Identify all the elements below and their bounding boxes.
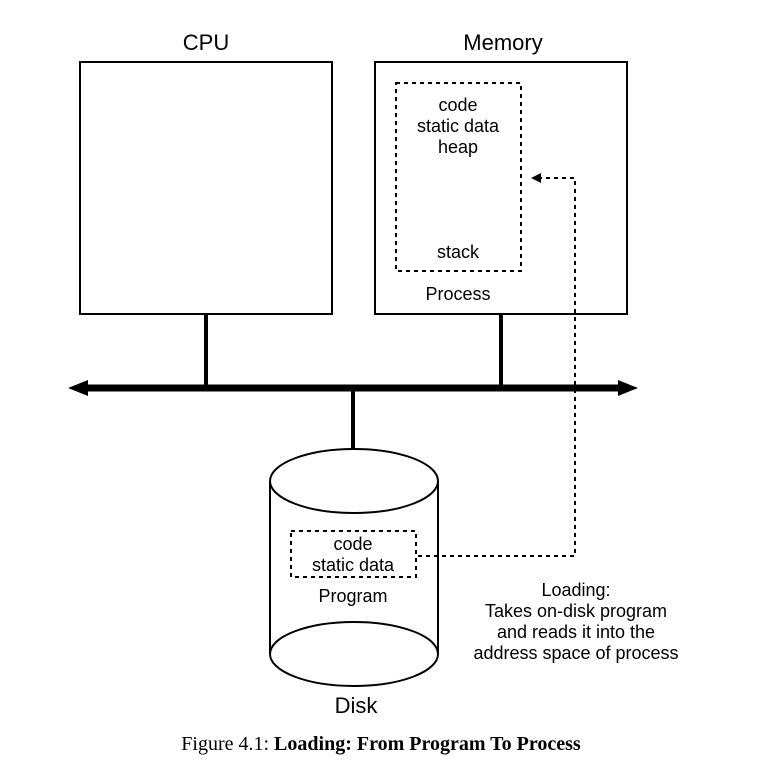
memory-heap-label: heap: [438, 137, 478, 157]
loading-path-arrow: [418, 173, 576, 557]
disk-cylinder: [269, 448, 439, 687]
program-label: Program: [318, 586, 387, 606]
caption-title: Loading: From Program To Process: [274, 733, 581, 755]
program-on-disk: [290, 530, 417, 578]
bus-left-arrowhead: [68, 380, 88, 396]
process-label: Process: [425, 284, 490, 304]
loading-note-line-3: and reads it into the: [497, 622, 655, 642]
disk-label: Disk: [335, 693, 379, 718]
loading-note-line-1: Loading:: [541, 580, 610, 600]
cpu-box: [79, 61, 333, 315]
loading-note-line-4: address space of process: [473, 643, 678, 663]
loading-note-line-2: Takes on-disk program: [485, 601, 667, 621]
memory-static-data-label: static data: [417, 116, 500, 136]
disk-static-data-label: static data: [312, 555, 395, 575]
bus-right-arrowhead: [618, 380, 638, 396]
memory-code-label: code: [438, 95, 477, 115]
cpu-title: CPU: [183, 30, 229, 55]
system-bus: [68, 380, 638, 396]
memory-box: [374, 61, 628, 315]
figure-caption: Figure 4.1: Loading: From Program To Pro…: [0, 733, 762, 756]
process-address-space: [395, 82, 522, 272]
loading-diagram: CPU Memory code static data heap stack P…: [68, 30, 679, 718]
memory-title: Memory: [463, 30, 542, 55]
caption-prefix: Figure 4.1:: [181, 733, 270, 755]
memory-stack-label: stack: [437, 242, 480, 262]
disk-code-label: code: [333, 534, 372, 554]
